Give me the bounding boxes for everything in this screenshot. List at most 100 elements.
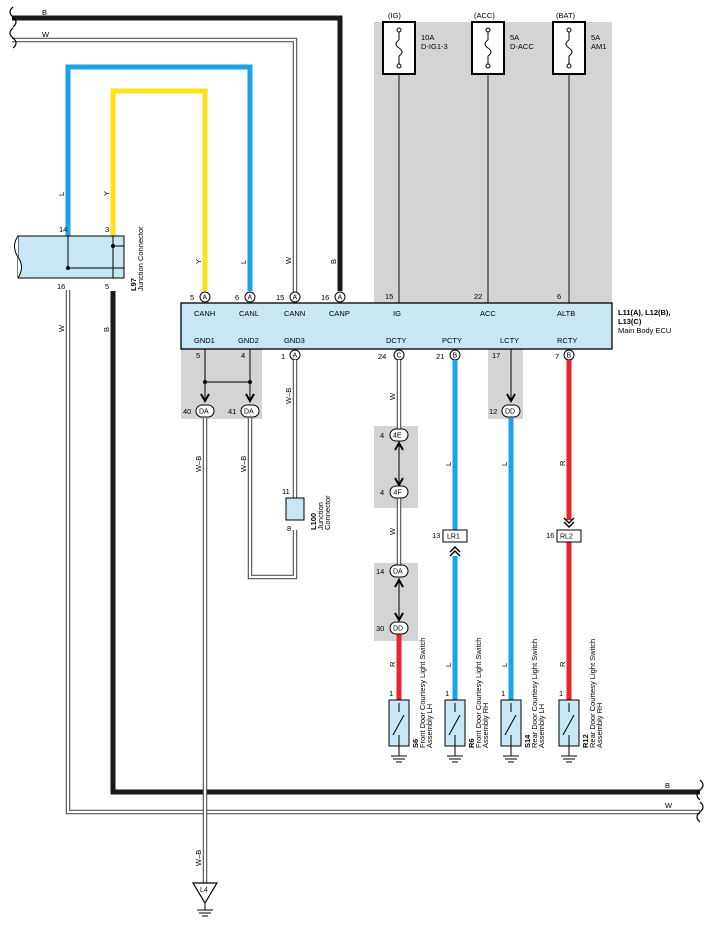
svg-text:7: 7: [555, 352, 559, 361]
connector-12-dd: 12 DD: [489, 404, 521, 418]
svg-text:DA: DA: [244, 409, 254, 416]
connector-41-da: 41 DA: [228, 404, 260, 418]
inline-connectors: 13 LR1 16 RL2: [432, 529, 582, 543]
svg-text:4E: 4E: [393, 433, 402, 440]
svg-text:GND2: GND2: [238, 336, 259, 345]
fuse-section: (IG) 10A D-IG1-3 (ACC) 5A D-ACC (BAT): [382, 11, 606, 303]
label-w-dcty-1: W: [388, 392, 397, 400]
l100-pin-8: 8: [287, 524, 291, 533]
svg-text:6: 6: [235, 293, 239, 302]
label-y-canh: Y: [194, 259, 203, 264]
svg-text:A: A: [338, 295, 343, 302]
label-w-bottom: W: [665, 801, 673, 810]
label-y-left: Y: [102, 191, 111, 196]
label-wb-gnd2: W–B: [239, 456, 248, 472]
fuse-ig-rating: 10A: [421, 33, 434, 42]
svg-text:1: 1: [445, 689, 449, 698]
pin-pcty: PCTY 21 B: [436, 336, 462, 361]
l100-id: L100: [309, 513, 318, 530]
pin-dcty: DCTY 24 C: [378, 336, 406, 361]
fuse-acc-name: D-ACC: [510, 42, 534, 51]
pin-canl: 6 A CANL: [235, 291, 259, 318]
label-b-top: B: [42, 8, 47, 17]
svg-text:A: A: [248, 295, 253, 302]
svg-text:R12: R12: [581, 734, 590, 748]
ecu-label-3: Main Body ECU: [618, 326, 671, 335]
fuse-bat-supply: (BAT): [556, 11, 576, 20]
pin-canp: 16 A CANP: [321, 291, 350, 318]
fuse-acc: (ACC) 5A D-ACC: [471, 11, 534, 75]
label-r-dcty: R: [388, 661, 397, 667]
svg-text:DA: DA: [199, 409, 209, 416]
switch-r12: 1 R12 Rear Door Courtesy Light Switch As…: [558, 639, 604, 763]
svg-text:1: 1: [559, 689, 563, 698]
svg-text:1: 1: [501, 689, 505, 698]
svg-text:Assembly RH: Assembly RH: [595, 703, 604, 748]
ground-l4-id: L4: [200, 887, 208, 894]
svg-text:DA: DA: [393, 569, 403, 576]
svg-text:24: 24: [378, 352, 386, 361]
pin-ig: 15 IG: [385, 292, 401, 318]
svg-text:S6: S6: [411, 739, 420, 748]
fuse-ig-name: D-IG1-3: [421, 42, 448, 51]
svg-text:4F: 4F: [394, 490, 402, 497]
pin-gnd2: GND2 4: [238, 336, 259, 360]
svg-text:17: 17: [492, 351, 500, 360]
main-body-ecu: L11(A), L12(B), L13(C) Main Body ECU: [180, 302, 671, 350]
l97-desc: Junction Connector: [136, 226, 145, 291]
l100-desc-1: Junction: [316, 502, 325, 530]
pin-lcty: LCTY 17: [492, 336, 519, 360]
svg-text:14: 14: [376, 567, 384, 576]
svg-text:Assembly LH: Assembly LH: [537, 704, 546, 748]
svg-text:5: 5: [196, 351, 200, 360]
svg-text:GND1: GND1: [194, 336, 215, 345]
svg-text:LR1: LR1: [447, 534, 460, 541]
svg-text:5: 5: [190, 293, 194, 302]
svg-text:13: 13: [432, 531, 440, 540]
svg-text:CANN: CANN: [284, 309, 305, 318]
ground-wires: W–B W–B W–B W–B: [194, 349, 298, 883]
label-l-pcty-2: L: [444, 663, 453, 667]
svg-text:R6: R6: [467, 738, 476, 748]
switch-r6: 1 R6 Front Door Courtesy Light Switch As…: [444, 638, 490, 763]
fuse-acc-supply: (ACC): [474, 11, 495, 20]
svg-text:RCTY: RCTY: [557, 336, 577, 345]
label-r-rcty-1: R: [558, 460, 567, 466]
svg-text:B: B: [567, 353, 572, 360]
label-b-bottom: B: [665, 781, 670, 790]
svg-text:41: 41: [228, 407, 236, 416]
fuse-acc-rating: 5A: [510, 33, 519, 42]
svg-text:DD: DD: [393, 626, 403, 633]
svg-text:40: 40: [183, 407, 191, 416]
upper-wire-labels: B W L Y Y L W B W B B W: [42, 8, 673, 810]
svg-text:12: 12: [489, 407, 497, 416]
label-l-lcty-1: L: [500, 462, 509, 466]
l97-pin-16: 16: [57, 282, 65, 291]
svg-text:21: 21: [436, 352, 444, 361]
label-wb-l4: W–B: [194, 850, 203, 866]
fuse-ig-supply: (IG): [388, 11, 401, 20]
door-switches: 1 S6 Front Door Courtesy Light Switch As…: [388, 638, 604, 763]
pcty-branch: L L: [444, 360, 461, 700]
ecu-label-2: L13(C): [618, 317, 642, 326]
svg-text:GND3: GND3: [284, 336, 305, 345]
fuse-bat: (BAT) 5A AM1: [552, 11, 606, 75]
switch-s14: 1 S14 Rear Door Courtesy Light Switch As…: [500, 639, 546, 763]
connector-30-dd: 30 DD: [376, 621, 409, 635]
svg-text:30: 30: [376, 624, 384, 633]
l97-junction-connector: 14 3 16 5 L97 Junction Connector: [14, 225, 145, 291]
label-w-top: W: [42, 30, 50, 39]
svg-text:A: A: [293, 353, 298, 360]
svg-text:ACC: ACC: [480, 309, 496, 318]
pin-canh: 5 A CANH: [190, 291, 215, 318]
b-wire: [12, 15, 700, 795]
svg-text:1: 1: [389, 689, 393, 698]
svg-text:Assembly LH: Assembly LH: [425, 704, 434, 748]
connector-14-da: 14 DA: [376, 564, 409, 578]
svg-text:B: B: [453, 353, 458, 360]
l97-pin-14: 14: [59, 225, 67, 234]
oval-connectors: 40 DA 41 DA 4 4E 4 4F 14 DA 30 DD: [183, 404, 521, 635]
svg-text:16: 16: [321, 293, 329, 302]
svg-text:CANP: CANP: [329, 309, 350, 318]
